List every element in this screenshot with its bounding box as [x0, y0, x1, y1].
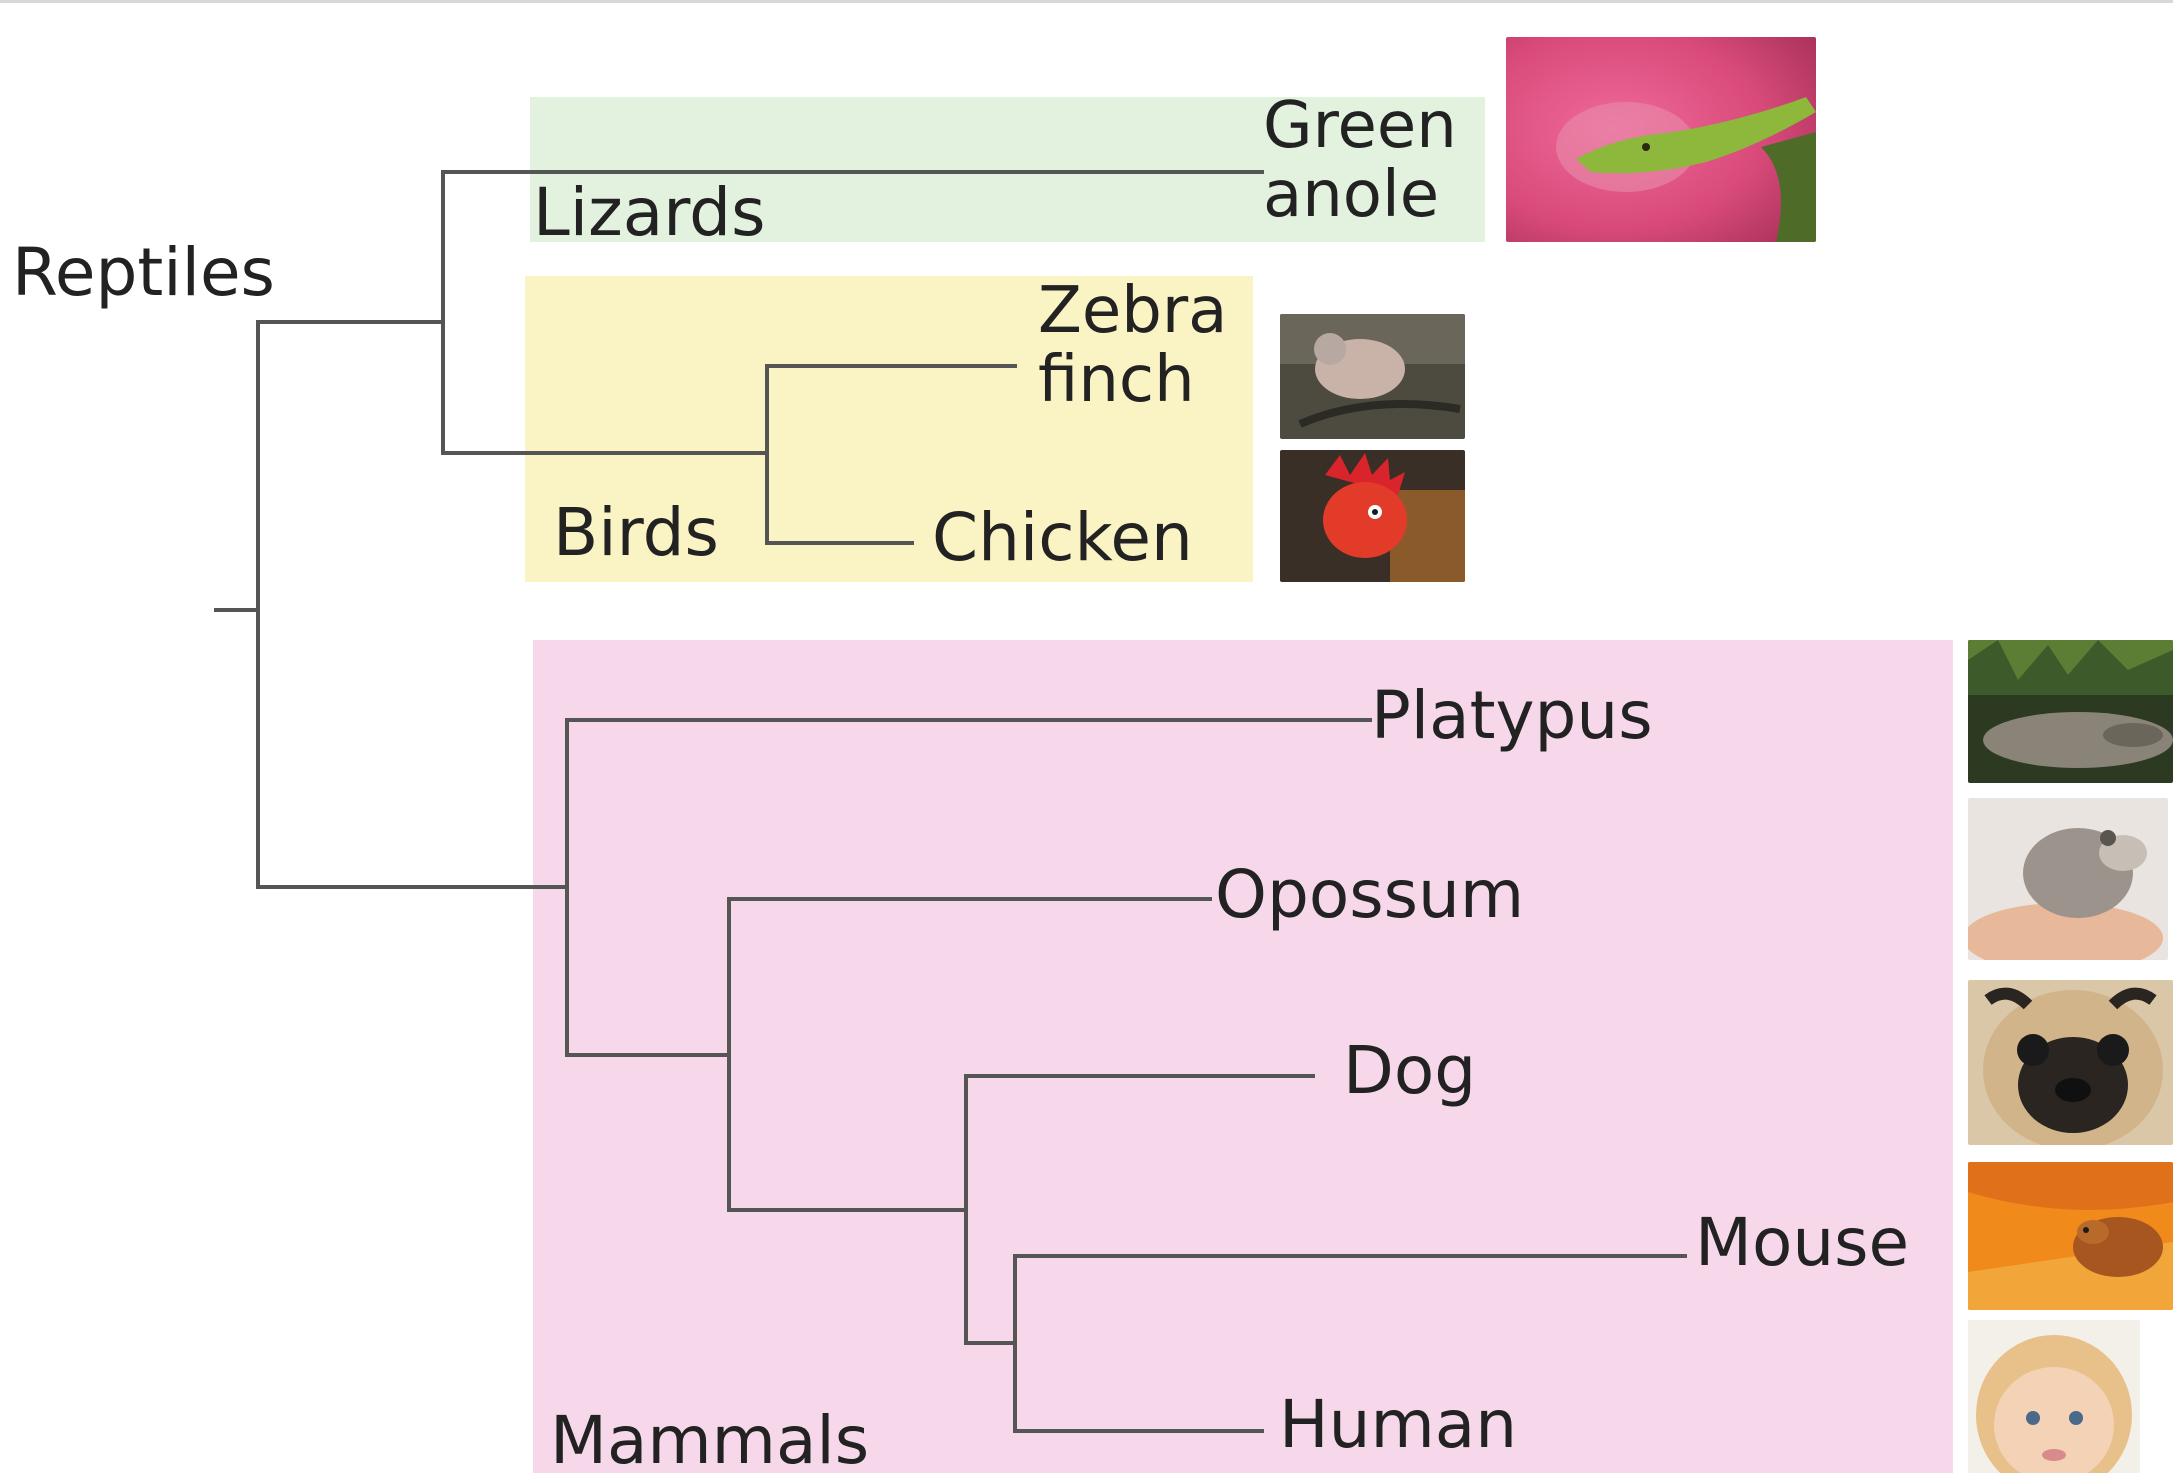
zebra-finch-label-line1: Zebra — [1038, 277, 1227, 346]
zebra-finch-label: Zebra finch — [1038, 277, 1227, 415]
opossum-label: Opossum — [1215, 862, 1524, 928]
reptiles-label: Reptiles — [12, 240, 275, 306]
green-anole-photo — [1506, 37, 1816, 242]
chicken-label: Chicken — [932, 505, 1193, 571]
green-anole-label-line1: Green — [1263, 92, 1457, 161]
mouse-label: Mouse — [1695, 1210, 1909, 1276]
dog-photo — [1968, 980, 2173, 1145]
human-photo — [1968, 1320, 2140, 1473]
zebra-finch-label-line2: finch — [1038, 346, 1227, 415]
birds-label: Birds — [553, 500, 719, 566]
mouse-photo — [1968, 1162, 2173, 1310]
platypus-label: Platypus — [1371, 683, 1653, 749]
human-label: Human — [1279, 1392, 1517, 1458]
chicken-photo — [1280, 450, 1465, 582]
opossum-photo — [1968, 798, 2168, 960]
green-anole-label-line2: anole — [1263, 161, 1457, 230]
green-anole-label: Green anole — [1263, 92, 1457, 230]
platypus-photo — [1968, 640, 2173, 783]
mammals-label: Mammals — [550, 1408, 869, 1474]
lizards-label: Lizards — [533, 180, 765, 246]
zebra-finch-photo — [1280, 314, 1465, 439]
dog-label: Dog — [1343, 1038, 1476, 1104]
